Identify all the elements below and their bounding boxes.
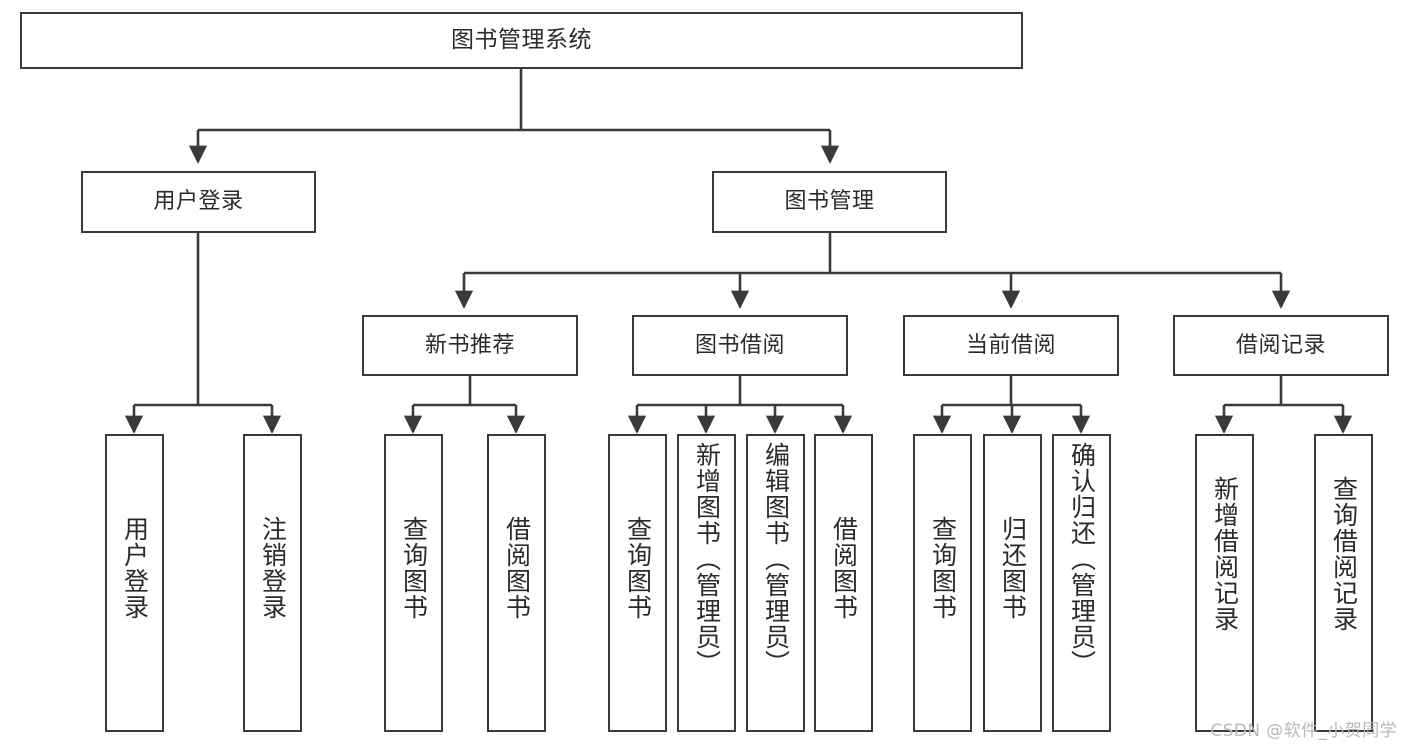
node-user-login-label: 用户登录 [153,189,244,215]
node-user-login[interactable]: 用户登录 [81,171,316,233]
node-leaf-query-book-2[interactable]: 查询图书 [608,434,667,732]
node-leaf-add-record[interactable]: 新增借阅记录 [1195,434,1254,732]
node-leaf-query-book-1-label: 查询图书 [399,516,429,620]
node-leaf-query-book-1[interactable]: 查询图书 [384,434,443,732]
node-leaf-query-book-2-label: 查询图书 [623,516,653,620]
node-new-book-recommend-label: 新书推荐 [424,332,515,358]
node-leaf-confirm-return[interactable]: 确认归还（管理员） [1052,434,1111,732]
node-leaf-add-book-label: 新增图书（管理员） [692,442,722,676]
node-new-book-recommend[interactable]: 新书推荐 [362,315,578,376]
node-borrow-record-label: 借阅记录 [1235,332,1326,358]
node-leaf-user-login[interactable]: 用户登录 [105,434,164,732]
node-borrow-record[interactable]: 借阅记录 [1173,315,1389,376]
node-leaf-add-record-label: 新增借阅记录 [1210,476,1240,632]
node-book-management[interactable]: 图书管理 [712,171,947,233]
node-book-borrow-label: 图书借阅 [694,332,785,358]
node-leaf-borrow-book-2-label: 借阅图书 [829,516,859,620]
node-book-borrow[interactable]: 图书借阅 [632,315,848,376]
node-leaf-user-logout[interactable]: 注销登录 [243,434,302,732]
csdn-watermark: CSDN @软件_小贺同学 [1210,721,1397,741]
node-leaf-borrow-book-1[interactable]: 借阅图书 [487,434,546,732]
node-leaf-query-book-3[interactable]: 查询图书 [913,434,972,732]
node-leaf-edit-book-label: 编辑图书（管理员） [761,442,791,676]
node-leaf-edit-book[interactable]: 编辑图书（管理员） [746,434,805,732]
node-root-label: 图书管理系统 [451,27,592,54]
node-leaf-borrow-book-2[interactable]: 借阅图书 [814,434,873,732]
node-current-borrow-label: 当前借阅 [965,332,1056,358]
node-leaf-return-book-label: 归还图书 [998,516,1028,620]
node-leaf-query-record-label: 查询借阅记录 [1329,476,1359,632]
node-current-borrow[interactable]: 当前借阅 [903,315,1119,376]
node-leaf-query-record[interactable]: 查询借阅记录 [1314,434,1373,732]
node-leaf-query-book-3-label: 查询图书 [928,516,958,620]
node-root[interactable]: 图书管理系统 [20,12,1023,69]
node-book-management-label: 图书管理 [784,189,875,215]
node-leaf-confirm-return-label: 确认归还（管理员） [1067,442,1097,676]
node-leaf-add-book[interactable]: 新增图书（管理员） [677,434,736,732]
node-leaf-user-logout-label: 注销登录 [258,516,288,620]
node-leaf-borrow-book-1-label: 借阅图书 [502,516,532,620]
node-leaf-user-login-label: 用户登录 [120,516,150,620]
node-leaf-return-book[interactable]: 归还图书 [983,434,1042,732]
